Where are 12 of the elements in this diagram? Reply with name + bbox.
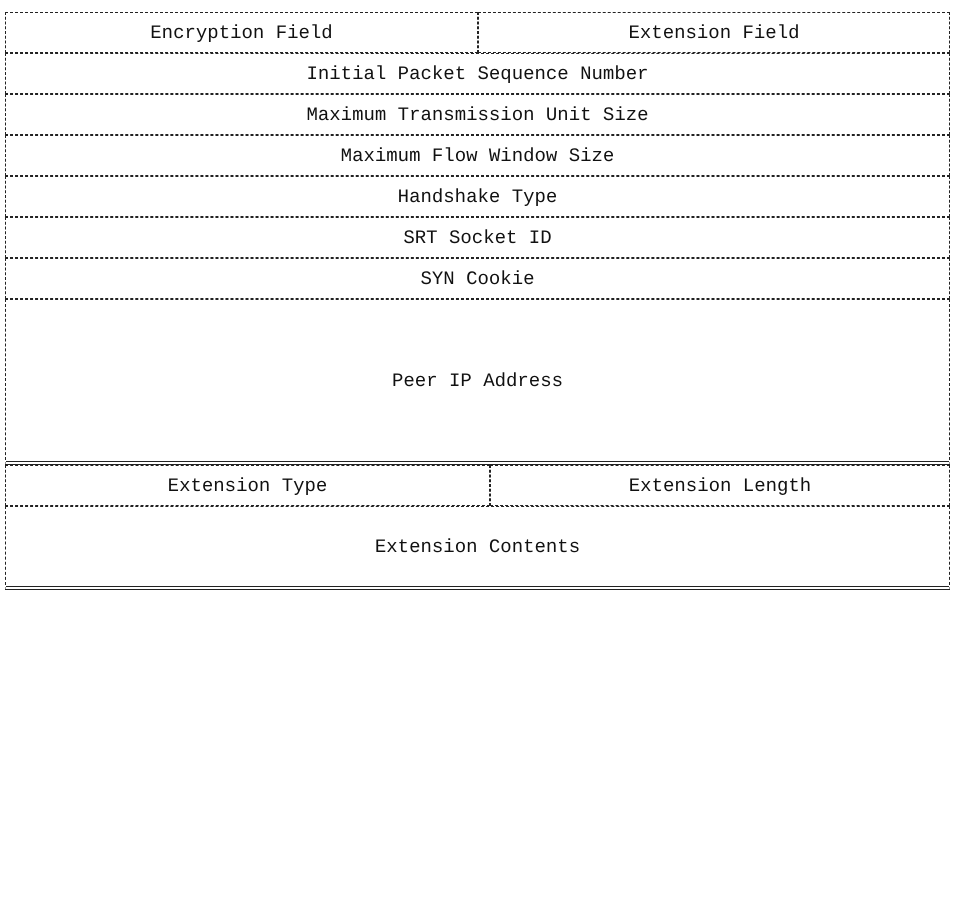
packet-field: Peer IP Address — [5, 299, 950, 465]
packet-field: SYN Cookie — [5, 258, 950, 299]
packet-field: Maximum Flow Window Size — [5, 135, 950, 176]
packet-field: Initial Packet Sequence Number — [5, 53, 950, 94]
packet-field: Extension Length — [490, 465, 950, 506]
packet-field: Extension Contents — [5, 506, 950, 590]
packet-field: Handshake Type — [5, 176, 950, 217]
packet-field: Encryption Field — [5, 12, 478, 53]
packet-field: Maximum Transmission Unit Size — [5, 94, 950, 135]
packet-field: SRT Socket ID — [5, 217, 950, 258]
packet-field: Extension Type — [5, 465, 490, 506]
packet-field: Extension Field — [478, 12, 950, 53]
